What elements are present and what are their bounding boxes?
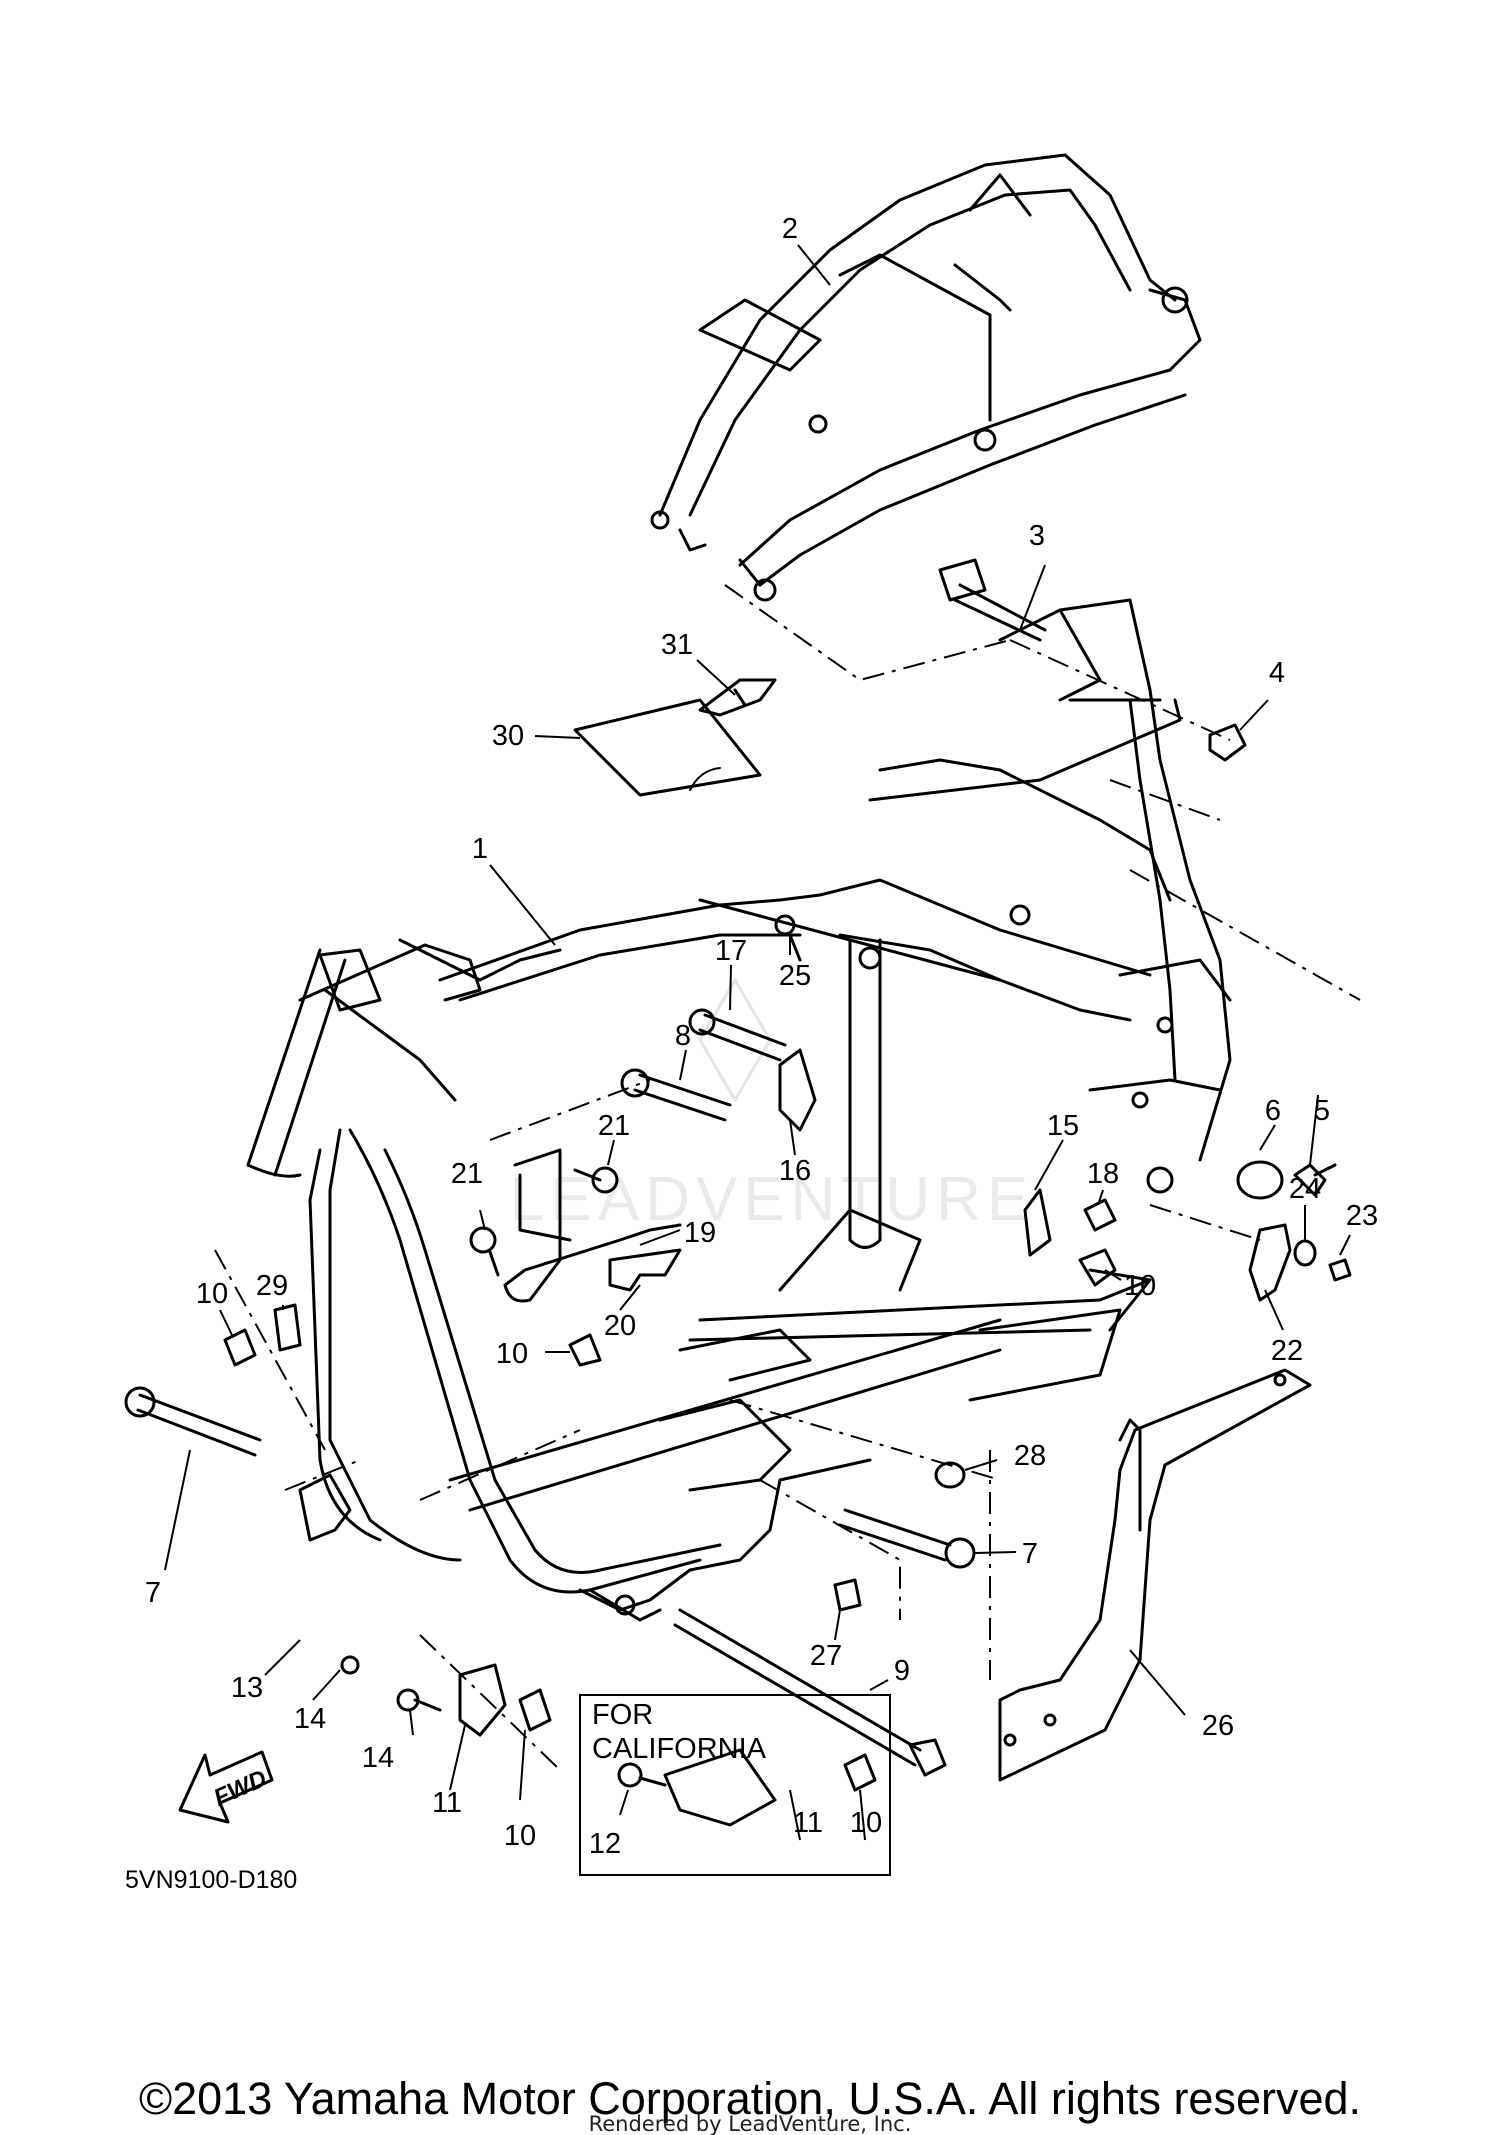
callout-part-26: 26 (1202, 1710, 1234, 1742)
callout-part-27: 27 (810, 1640, 842, 1672)
callout-part-10-a: 10 (1124, 1270, 1156, 1302)
callout-part-2: 2 (782, 213, 798, 245)
callout-part-11-a: 11 (432, 1787, 462, 1819)
callout-part-11-b: 11 (793, 1807, 823, 1839)
callout-part-21b: 21 (451, 1158, 483, 1190)
california-inset-box (579, 1694, 891, 1876)
rendered-by-credit: Rendered by LeadVenture, Inc. (589, 2112, 912, 2135)
callout-part-4: 4 (1269, 657, 1285, 689)
fasteners-drawing (124, 558, 1352, 1827)
california-box-line2: CALIFORNIA (592, 1733, 767, 1765)
callout-part-9: 9 (894, 1655, 910, 1687)
callout-part-6: 6 (1265, 1095, 1281, 1127)
callout-part-25: 25 (779, 960, 811, 992)
callout-part-12: 12 (589, 1828, 621, 1860)
diagram-code: 5VN9100-D180 (125, 1866, 297, 1894)
callout-part-24: 24 (1289, 1173, 1321, 1205)
callout-part-10-c: 10 (196, 1278, 228, 1310)
leader-lines (164, 244, 1351, 1841)
callout-part-5: 5 (1314, 1095, 1330, 1127)
callouts: 2 3 31 30 4 1 17 25 8 21 21 19 20 15 18 … (145, 213, 1378, 1860)
california-box-line1: FOR (592, 1699, 653, 1731)
fwd-arrow-icon: FWD (178, 1750, 274, 1824)
callout-part-17: 17 (715, 935, 747, 967)
callout-part-16: 16 (779, 1155, 811, 1187)
callout-part-14-b: 14 (362, 1742, 394, 1774)
bracket-26-drawing (998, 1368, 1312, 1782)
callout-part-29: 29 (256, 1270, 288, 1302)
callout-part-10-b: 10 (496, 1338, 528, 1370)
part-31-30-drawing (573, 678, 777, 797)
callout-part-28: 28 (1014, 1440, 1046, 1472)
callout-part-10-e: 10 (850, 1807, 882, 1839)
callout-part-23: 23 (1346, 1200, 1378, 1232)
callout-part-20: 20 (604, 1310, 636, 1342)
callout-part-31: 31 (661, 629, 693, 661)
callout-part-10-d: 10 (504, 1820, 536, 1852)
callout-part-22: 22 (1271, 1335, 1303, 1367)
callout-part-7-b: 7 (145, 1577, 161, 1609)
alignment-lines (214, 584, 1361, 1771)
main-frame-drawing (246, 598, 1232, 1622)
callout-part-15: 15 (1047, 1110, 1079, 1142)
callout-part-30: 30 (492, 720, 524, 752)
copyright-notice: ©2013 Yamaha Motor Corporation, U.S.A. A… (139, 2073, 1361, 2124)
callout-part-8: 8 (675, 1020, 691, 1052)
watermark: LEADVENTURE (510, 977, 1034, 1234)
callout-part-21a: 21 (598, 1110, 630, 1142)
callout-part-1: 1 (472, 833, 488, 865)
callout-part-14-a: 14 (294, 1703, 326, 1735)
callout-part-18: 18 (1087, 1158, 1119, 1190)
callout-part-13: 13 (231, 1672, 263, 1704)
callout-part-7-a: 7 (1022, 1538, 1038, 1570)
rear-subframe-drawing (650, 153, 1202, 602)
svg-text:LEADVENTURE: LEADVENTURE (510, 1165, 1034, 1234)
callout-part-3: 3 (1029, 520, 1045, 552)
callout-part-19: 19 (684, 1217, 716, 1249)
